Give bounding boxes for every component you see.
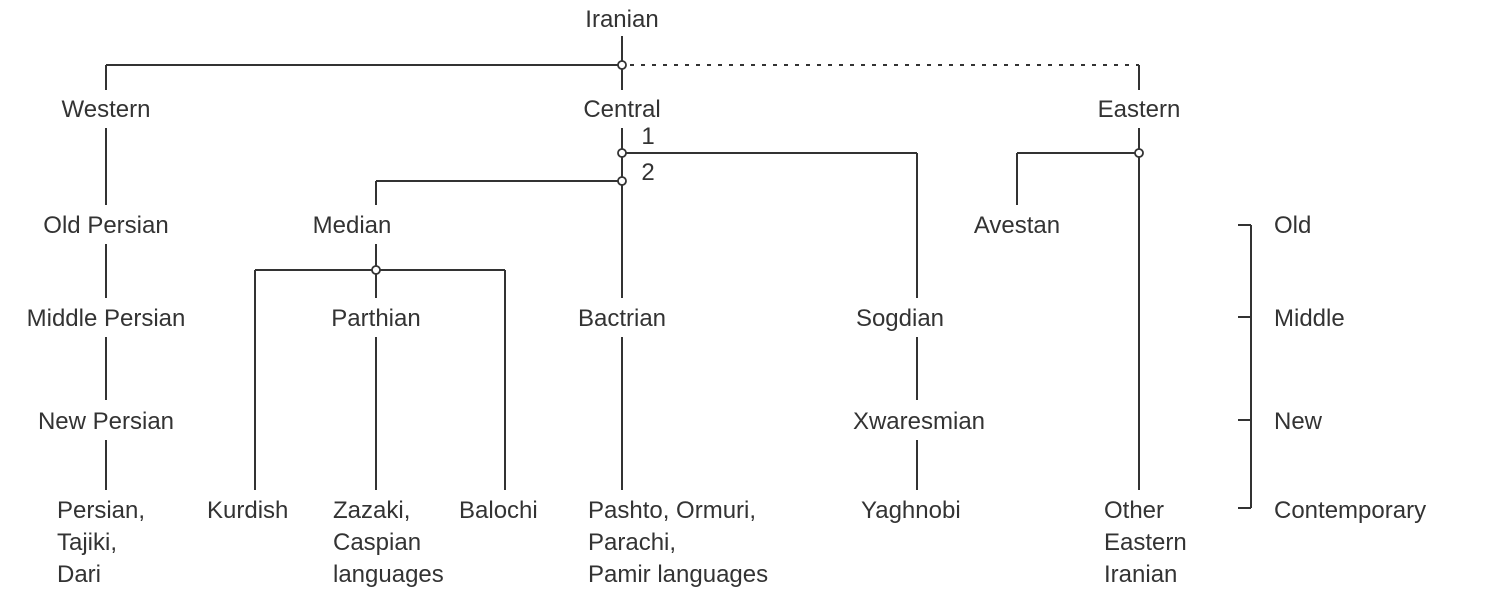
split-label-1: 1 [641, 123, 654, 150]
svg-text:Other: Other [1104, 497, 1164, 524]
contemporary-other-eastern: Other Eastern Iranian [1104, 497, 1187, 588]
lang-old-persian: Old Persian [43, 212, 168, 239]
split-label-2: 2 [641, 159, 654, 186]
node-median-split [371, 265, 381, 275]
lang-new-persian: New Persian [38, 408, 174, 435]
svg-text:Tajiki,: Tajiki, [57, 529, 117, 556]
lang-middle-persian: Middle Persian [27, 305, 186, 332]
lang-sogdian: Sogdian [856, 305, 944, 332]
svg-text:Persian,: Persian, [57, 497, 145, 524]
period-legend: Old Middle New Contemporary [1274, 212, 1426, 524]
svg-text:Eastern: Eastern [1104, 529, 1187, 556]
contemporary-persian: Persian, Tajiki, Dari [57, 497, 145, 588]
svg-text:Zazaki,: Zazaki, [333, 497, 410, 524]
period-old: Old [1274, 212, 1311, 239]
svg-text:Balochi: Balochi [459, 497, 538, 524]
root-label: Iranian [585, 6, 658, 33]
branch-western: Western [62, 96, 151, 123]
svg-text:Yaghnobi: Yaghnobi [861, 497, 961, 524]
period-middle: Middle [1274, 305, 1345, 332]
contemporary-kurdish: Kurdish [207, 497, 288, 524]
node-iranian-split [617, 60, 627, 70]
branch-eastern: Eastern [1098, 96, 1181, 123]
tree-connectors [105, 36, 1252, 509]
svg-text:Dari: Dari [57, 561, 101, 588]
lang-xwaresmian: Xwaresmian [853, 408, 985, 435]
lang-parthian: Parthian [331, 305, 420, 332]
split-nodes [371, 60, 1144, 275]
svg-text:Pashto, Ormuri,: Pashto, Ormuri, [588, 497, 756, 524]
svg-text:Kurdish: Kurdish [207, 497, 288, 524]
contemporary-yaghnobi: Yaghnobi [861, 497, 961, 524]
branch-central: Central [583, 96, 660, 123]
svg-text:languages: languages [333, 561, 444, 588]
svg-text:Pamir languages: Pamir languages [588, 561, 768, 588]
svg-text:Parachi,: Parachi, [588, 529, 676, 556]
period-new: New [1274, 408, 1323, 435]
contemporary-zazaki: Zazaki, Caspian languages [333, 497, 444, 588]
svg-text:Caspian: Caspian [333, 529, 421, 556]
svg-text:Iranian: Iranian [1104, 561, 1177, 588]
lang-median: Median [313, 212, 392, 239]
lang-avestan: Avestan [974, 212, 1060, 239]
lang-bactrian: Bactrian [578, 305, 666, 332]
contemporary-balochi: Balochi [459, 497, 538, 524]
node-eastern-split [1134, 148, 1144, 158]
node-central-split-1 [617, 148, 627, 158]
contemporary-pashto: Pashto, Ormuri, Parachi, Pamir languages [588, 497, 768, 588]
node-central-split-2 [617, 176, 627, 186]
period-contemporary: Contemporary [1274, 497, 1426, 524]
